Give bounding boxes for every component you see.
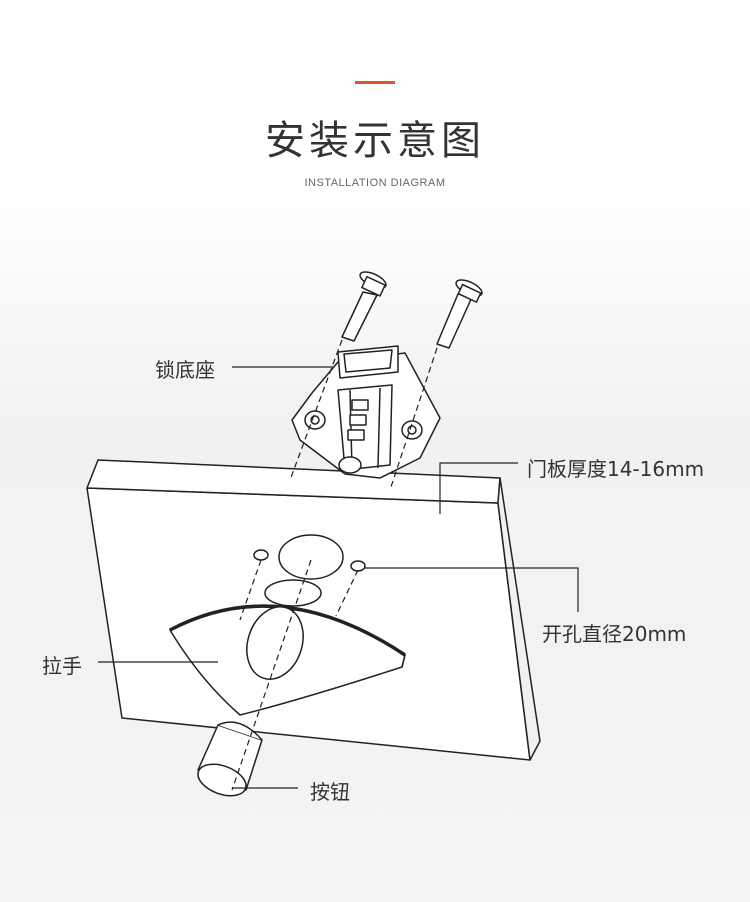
door-panel (86, 459, 541, 761)
screw-right (436, 279, 483, 349)
alignment-dashed-lines (231, 339, 438, 791)
handle-label: 拉手 (42, 654, 82, 678)
door-thickness-label: 门板厚度14-16mm (527, 457, 705, 481)
panel-holes (253, 534, 366, 607)
page-title: 安装示意图 (265, 118, 485, 164)
accent-bar (355, 81, 395, 84)
page-subtitle: INSTALLATION DIAGRAM (304, 177, 446, 189)
lock-base (291, 345, 441, 479)
hole-diameter-label: 开孔直径20mm (542, 622, 687, 646)
screw-left (341, 271, 387, 342)
handle (169, 604, 406, 716)
lock-base-label: 锁底座 (155, 358, 215, 382)
leader-lines (98, 366, 579, 789)
button-label: 按钮 (310, 780, 350, 804)
